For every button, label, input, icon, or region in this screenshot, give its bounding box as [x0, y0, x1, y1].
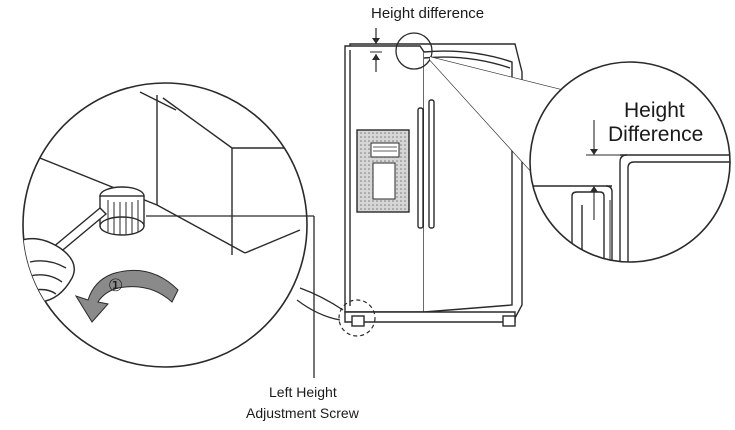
- left-foot: [351, 315, 365, 327]
- bottom-detail-circle: [338, 299, 376, 337]
- right-door-handle: [428, 99, 435, 229]
- screw-callout-line: [146, 215, 315, 378]
- right-magnified-inset: [529, 61, 731, 263]
- top-detail-circle: [395, 32, 433, 70]
- left-inset-leader: [296, 287, 344, 321]
- rotation-arrow-icon: [74, 269, 179, 323]
- right-foot: [502, 315, 516, 327]
- inset-difference-label: Difference: [608, 123, 704, 146]
- screw-label-line1: Left Height: [269, 384, 337, 400]
- screw-label-line2: Adjustment Screw: [246, 405, 359, 421]
- step-number-marker: ①: [108, 276, 124, 295]
- height-difference-title: Height difference: [371, 5, 485, 22]
- left-magnified-inset: [22, 82, 308, 368]
- inset-height-label: Height: [624, 99, 685, 122]
- left-door-handle: [417, 107, 424, 229]
